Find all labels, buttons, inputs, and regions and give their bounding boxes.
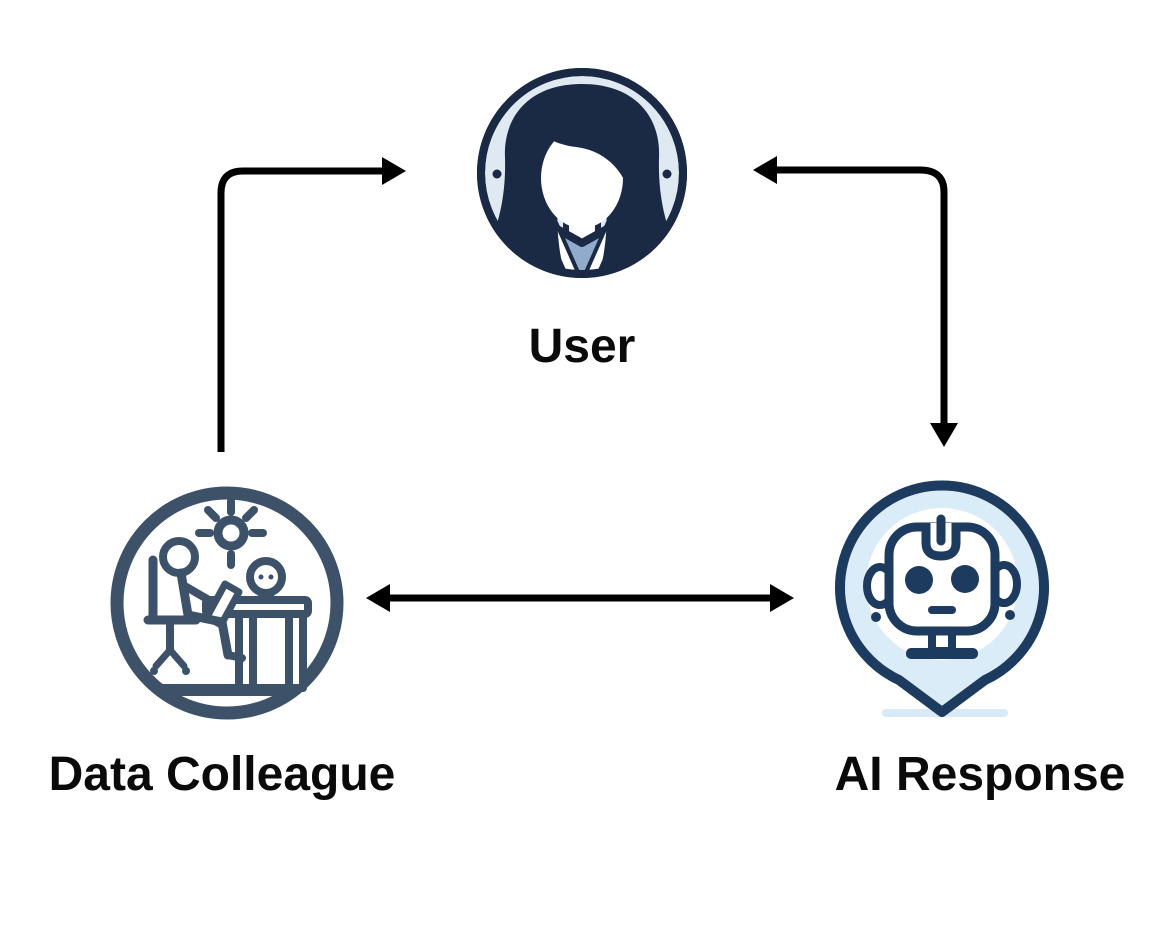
- arrowhead-right-icon: [382, 157, 406, 185]
- edge-data-colleague-to-ai-response-arrow: [366, 584, 794, 612]
- user-label: User: [529, 320, 636, 373]
- avatar-right-dot: [662, 169, 672, 179]
- arrowhead-right-icon: [770, 584, 794, 612]
- robot-left-eye: [905, 566, 933, 594]
- chair-icon: [143, 555, 201, 675]
- robot-base: [906, 648, 978, 659]
- edge-user-to-ai-response-arrow: [753, 156, 958, 447]
- node-ai-response: [835, 480, 1049, 717]
- arrowhead-left-icon: [366, 584, 390, 612]
- node-user: [477, 68, 687, 278]
- avatar-left-dot: [492, 169, 502, 179]
- robot-face-icon: [863, 514, 1021, 659]
- arrowhead-left-icon: [753, 156, 777, 184]
- robot-mouth: [928, 606, 956, 614]
- arrowhead-down-icon: [930, 423, 958, 447]
- data-colleague-label: Data Colleague: [49, 748, 396, 801]
- bubble-right-dot: [1005, 610, 1015, 620]
- ai-response-label: AI Response: [835, 748, 1126, 801]
- sun-icon: [195, 497, 267, 569]
- edge-data-colleague-to-user-arrow: [217, 157, 406, 452]
- robot-right-eye: [951, 565, 979, 593]
- bubble-left-dot: [871, 612, 881, 622]
- node-data-colleague: [110, 486, 344, 720]
